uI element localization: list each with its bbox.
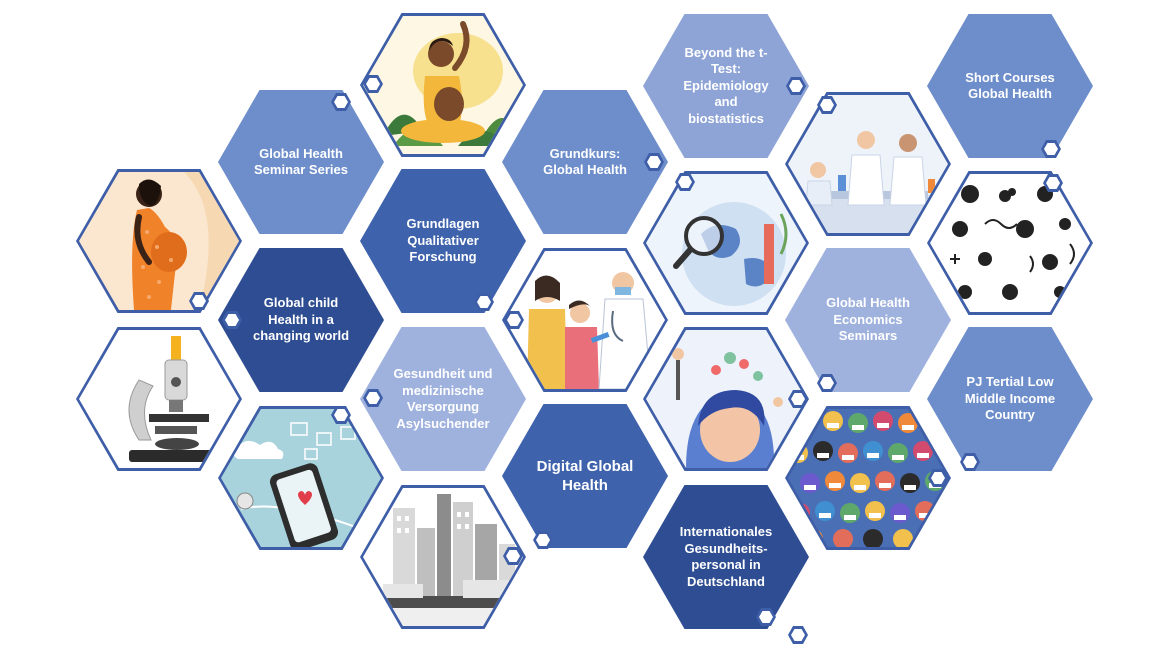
hex-digital[interactable]: Digital Global Health xyxy=(502,404,668,548)
connector-knob xyxy=(817,374,837,392)
connector-knob xyxy=(1041,140,1061,158)
connector-knob xyxy=(474,293,494,311)
hex-qualitativ[interactable]: Grundlagen Qualitativer Forschung xyxy=(360,169,526,313)
connector-knob xyxy=(817,96,837,114)
microscope-icon xyxy=(79,330,239,468)
connector-knob xyxy=(503,547,523,565)
hex-label: Global child Health in a changing world xyxy=(252,295,350,344)
connector-knob xyxy=(756,608,776,626)
hex-international[interactable]: Internationales Gesundheits-personal in … xyxy=(643,485,809,629)
hex-image-phone xyxy=(218,406,384,550)
hex-label: Grundlagen Qualitativer Forschung xyxy=(406,216,480,265)
lab-scientists-icon xyxy=(788,95,948,233)
digital-health-phone-icon xyxy=(221,409,381,547)
hex-image-city xyxy=(360,485,526,629)
connector-knob xyxy=(960,453,980,471)
hex-image-vaccination xyxy=(502,248,668,392)
vaccination-icon xyxy=(505,251,665,389)
hex-image-microbes xyxy=(927,171,1093,315)
hex-image-mind xyxy=(643,327,809,471)
connector-knob xyxy=(788,626,808,644)
connector-knob xyxy=(222,311,242,329)
connector-knob xyxy=(788,390,808,408)
connector-knob xyxy=(331,406,351,424)
hex-child-health[interactable]: Global child Health in a changing world xyxy=(218,248,384,392)
hex-seminar-series[interactable]: Global Health Seminar Series xyxy=(218,90,384,234)
hex-label: Short Courses Global Health xyxy=(965,69,1055,102)
hex-image-crowd xyxy=(785,406,951,550)
mental-health-icon xyxy=(646,330,806,468)
connector-knob xyxy=(675,173,695,191)
masked-crowd-icon xyxy=(788,409,948,547)
microbes-icon xyxy=(930,174,1090,312)
pregnant-woman-yoga-icon xyxy=(363,16,523,154)
connector-knob xyxy=(1043,174,1063,192)
hex-image-yoga xyxy=(360,13,526,157)
hex-grundkurs[interactable]: Grundkurs: Global Health xyxy=(502,90,668,234)
connector-knob xyxy=(363,75,383,93)
pregnant-woman-icon xyxy=(79,172,239,310)
city-buildings-icon xyxy=(363,488,523,626)
hex-asyl[interactable]: Gesundheit und medizinische Versorgung A… xyxy=(360,327,526,471)
hex-label: PJ Tertial Low Middle Income Country xyxy=(964,374,1056,423)
hex-pj-tertial[interactable]: PJ Tertial Low Middle Income Country xyxy=(927,327,1093,471)
connector-knob xyxy=(928,469,948,487)
hex-label: Global Health Economics Seminars xyxy=(826,295,910,344)
hex-beyond-ttest[interactable]: Beyond the t-Test: Epidemiology and bios… xyxy=(643,14,809,158)
hex-short-courses[interactable]: Short Courses Global Health xyxy=(927,14,1093,158)
connector-knob xyxy=(504,311,524,329)
hex-label: Beyond the t-Test: Epidemiology and bios… xyxy=(683,44,769,126)
hex-image-microscope xyxy=(76,327,242,471)
hex-image-lab xyxy=(785,92,951,236)
connector-knob xyxy=(331,93,351,111)
globe-magnifier-icon xyxy=(646,174,806,312)
hex-economics[interactable]: Global Health Economics Seminars xyxy=(785,248,951,392)
connector-knob xyxy=(644,153,664,171)
hex-label: Grundkurs: Global Health xyxy=(543,145,627,178)
hex-label: Gesundheit und medizinische Versorgung A… xyxy=(393,366,493,431)
connector-knob xyxy=(533,531,553,549)
connector-knob xyxy=(363,389,383,407)
hex-label: Digital Global Health xyxy=(536,458,634,494)
hex-label: Internationales Gesundheits-personal in … xyxy=(679,524,773,589)
hex-image-globe xyxy=(643,171,809,315)
hex-image-pregnant xyxy=(76,169,242,313)
connector-knob xyxy=(786,77,806,95)
hex-label: Global Health Seminar Series xyxy=(254,145,348,178)
connector-knob xyxy=(189,292,209,310)
